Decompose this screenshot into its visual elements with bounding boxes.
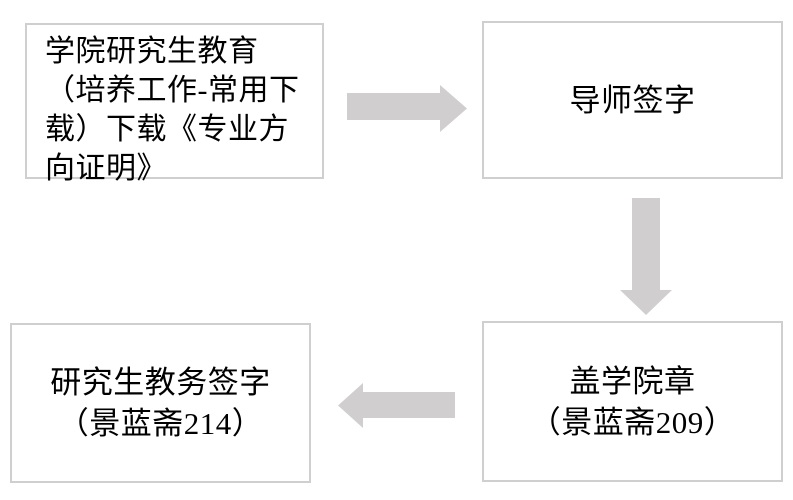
node-college-seal-text: 盖学院章 （景蓝斋209） [529, 363, 736, 440]
down-arrow-icon [620, 198, 672, 315]
node-download-form-text: 学院研究生教育 （培养工作-常用下 载）下载《专业方 向证明》 [45, 35, 300, 185]
node-graduate-affairs-signature: 研究生教务签字 （景蓝斋214） [10, 323, 311, 483]
right-arrow-icon [347, 85, 467, 132]
node-supervisor-signature: 导师签字 [482, 21, 783, 179]
node-graduate-affairs-signature-text: 研究生教务签字 （景蓝斋214） [50, 365, 271, 441]
node-college-seal: 盖学院章 （景蓝斋209） [482, 321, 783, 482]
node-supervisor-signature-text: 导师签字 [569, 82, 696, 118]
node-download-form: 学院研究生教育 （培养工作-常用下 载）下载《专业方 向证明》 [25, 23, 324, 185]
left-arrow-icon [338, 383, 455, 428]
